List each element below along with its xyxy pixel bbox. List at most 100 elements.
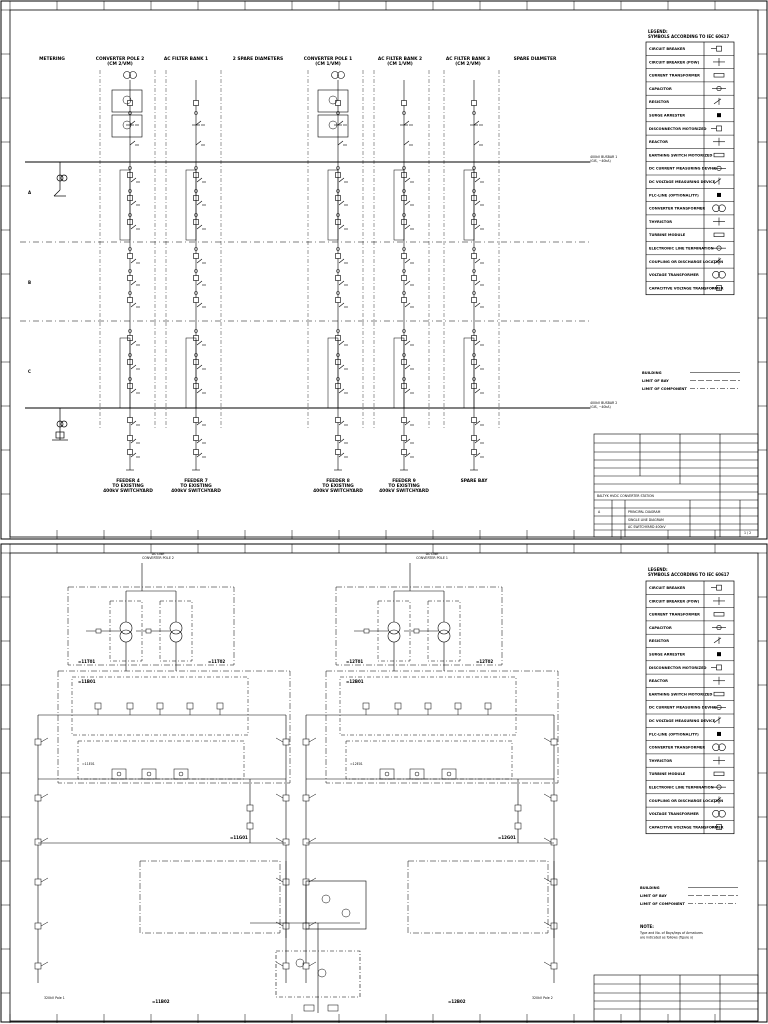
current-transformer-symbol xyxy=(128,111,132,115)
current-transformer-symbol xyxy=(402,269,406,273)
legend-item-label: PLC-LINE (OPTIONALITY) xyxy=(649,732,699,736)
circuit-breaker-symbol xyxy=(550,794,558,802)
zone-label: A xyxy=(28,190,32,195)
legend-symbol xyxy=(717,731,721,736)
disconnector-symbol xyxy=(196,388,203,394)
circuit-breaker-symbol xyxy=(302,794,310,802)
equipment-box xyxy=(111,114,143,138)
converter-transformer-symbol xyxy=(123,71,131,79)
disconnector-symbol xyxy=(543,737,552,743)
current-transformer-symbol xyxy=(472,291,476,295)
thyristor-valve xyxy=(441,768,457,780)
building-boundary xyxy=(335,586,503,666)
current-transformer-symbol xyxy=(336,166,340,170)
disconnector-symbol xyxy=(196,224,203,230)
current-transformer-symbol xyxy=(128,247,132,251)
circuit-breaker-symbol xyxy=(127,297,133,303)
disconnector-symbol xyxy=(195,120,202,126)
circuit-breaker-symbol xyxy=(302,838,310,846)
circuit-breaker-symbol xyxy=(514,804,522,812)
legend-item-label: CAPACITOR xyxy=(649,626,672,630)
legend-item-label: DC CURRENT MEASURING DEVICE xyxy=(649,167,717,171)
bay-label: =11T02 xyxy=(208,659,225,664)
current-transformer-symbol xyxy=(402,111,406,115)
converter-transformer-symbol xyxy=(437,621,451,635)
disconnector-symbol xyxy=(337,120,344,126)
circuit-breaker-symbol xyxy=(246,804,254,812)
disconnector-symbol xyxy=(338,364,345,370)
legend-symbol xyxy=(716,125,722,132)
disconnector-symbol xyxy=(308,961,317,967)
drawing-frame xyxy=(9,9,759,538)
side-branch xyxy=(463,337,475,409)
disconnector-symbol xyxy=(40,737,49,743)
circuit-breaker-symbol xyxy=(335,297,341,303)
legend-item-label: DISCONNECTOR MOTORIZED xyxy=(649,666,707,670)
circuit-breaker-symbol xyxy=(471,297,477,303)
circuit-breaker-symbol xyxy=(335,449,341,455)
circuit-breaker-symbol xyxy=(335,100,341,106)
sheet-border xyxy=(0,0,768,540)
side-branch xyxy=(119,337,131,409)
disconnector-symbol xyxy=(543,961,552,967)
circuit-breaker-symbol xyxy=(401,449,407,455)
circuit-breaker-symbol xyxy=(401,417,407,423)
current-transformer-symbol xyxy=(194,269,198,273)
boundary-legend-label: LIMIT OF BAY xyxy=(642,379,669,383)
circuit-breaker-symbol xyxy=(394,702,402,710)
zone-labels: ABC xyxy=(28,190,32,374)
zone-label: C xyxy=(28,369,31,374)
legend-item-label: CIRCUIT BREAKER (POW) xyxy=(649,60,700,64)
circuit-breaker-symbol xyxy=(413,628,420,634)
disconnector-symbol xyxy=(40,921,49,927)
legend-item-label: TURBINE MODULE xyxy=(649,772,686,776)
disconnector-symbol xyxy=(338,388,345,394)
current-transformer-symbol xyxy=(336,269,340,273)
current-transformer-symbol xyxy=(402,247,406,251)
legend-item-label: CONVERTER TRANSFORMER xyxy=(649,746,705,750)
legend-item-label: EARTHING SWITCH MOTORIZED xyxy=(649,692,712,696)
current-transformer-symbol xyxy=(336,329,340,333)
disconnector-symbol xyxy=(196,438,203,444)
circuit-breaker-symbol xyxy=(216,702,224,710)
side-branch xyxy=(185,169,197,241)
building-boundary xyxy=(407,860,549,934)
current-transformer-symbol xyxy=(194,291,198,295)
transformer-symbol xyxy=(328,95,338,105)
disconnector-symbol xyxy=(338,200,345,206)
circuit-breaker-symbol xyxy=(34,878,42,886)
circuit-breaker-symbol xyxy=(471,253,477,259)
disconnector-symbol xyxy=(474,340,481,346)
circuit-breaker-symbol xyxy=(34,794,42,802)
circuit-breaker-symbol xyxy=(193,417,199,423)
column-header: SPARE DIAMETER xyxy=(514,56,557,62)
legend-item-label: SURGE ARRESTER xyxy=(649,652,685,656)
bay-label: =12G01 xyxy=(498,835,516,840)
current-transformer-symbol xyxy=(472,269,476,273)
disconnector-symbol xyxy=(338,280,345,286)
legend-item-label: EARTHING SWITCH MOTORIZED xyxy=(649,153,712,157)
legend-symbol xyxy=(713,73,725,78)
disconnector-symbol xyxy=(474,364,481,370)
disconnector-symbol xyxy=(196,302,203,308)
legend-item-label: COUPLING OR DISCHARGE LOCATION xyxy=(649,799,723,803)
thyristor-valve xyxy=(111,768,127,780)
bays xyxy=(99,70,500,471)
disconnector-symbol xyxy=(196,177,203,183)
transformer-symbol xyxy=(295,958,305,968)
valve-symbol xyxy=(116,771,122,777)
drawing-frame xyxy=(9,552,759,1022)
legend-item-label: RESISTOR xyxy=(649,100,669,104)
legend-symbol xyxy=(713,98,722,105)
circuit-breaker-symbol xyxy=(95,628,102,634)
legend-symbol xyxy=(713,152,725,158)
bay-label: =12T02 xyxy=(476,659,493,664)
current-transformer-symbol xyxy=(336,111,340,115)
disconnector-symbol xyxy=(308,837,317,843)
transformer-symbol xyxy=(321,894,331,904)
disconnector-symbol xyxy=(404,177,411,183)
current-transformer-symbol xyxy=(194,329,198,333)
